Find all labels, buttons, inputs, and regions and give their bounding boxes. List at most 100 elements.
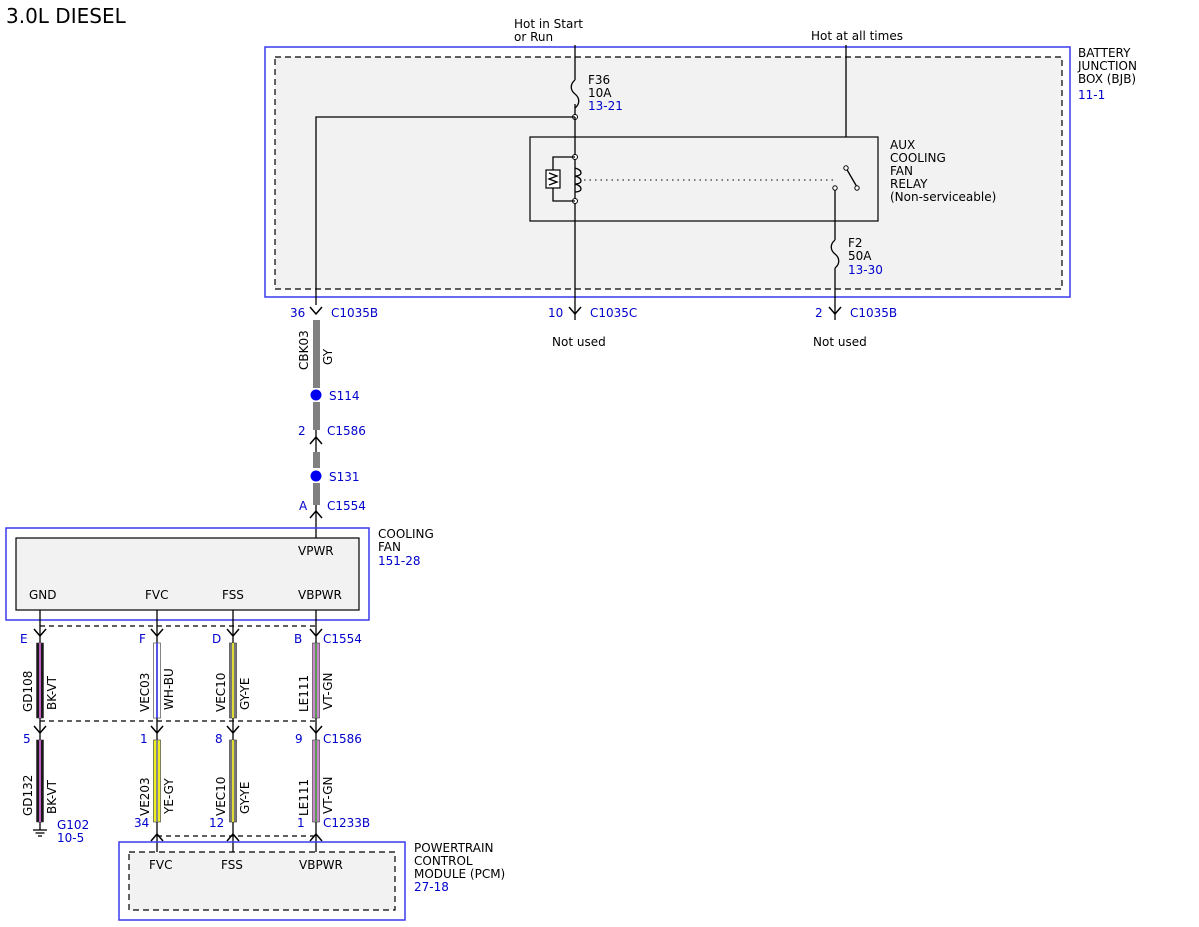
bjb-name-3: BOX (BJB) [1078,72,1136,86]
splice-s114-label-link[interactable]: S114 [329,389,360,403]
pcm-pin-fss: FSS [221,858,243,872]
relay-name-1: AUX [890,138,915,152]
bjb-outline [264,46,1071,298]
c1233b-arrow-0 [150,832,164,842]
relay-resistor-zigzag [547,172,559,186]
c1233b-arrow-1 [226,832,240,842]
c1554-circuit-label: VEC10 [214,673,228,712]
pin10-arrow [568,306,582,316]
c1586-circuit-label: LE111 [297,779,311,816]
ground-g102-link[interactable]: G102 [57,818,89,832]
fan-ref-link[interactable]: 151-28 [378,554,421,568]
c1586-pin-1: 1 [140,732,148,746]
wire-cbk03-segment-3 [313,452,320,468]
c1586-pin-5: 5 [23,732,31,746]
c1554-connector-link[interactable]: C1554 [323,632,362,646]
pin2-number: 2 [815,306,823,320]
c1554-color-label: GY-YE [238,678,252,710]
fan-pin-vbpwr: VBPWR [298,588,342,602]
c1554-pin-f: F [139,632,146,646]
fan-pin-gnd: GND [29,588,57,602]
c1586-circuit-label: VE203 [138,777,152,816]
pin36-arrow [309,306,323,316]
c1554-pin-e: E [20,632,28,646]
relay-name-4: RELAY [890,177,928,191]
hot-all-label: Hot at all times [811,29,903,43]
bjb-name-1: BATTERY [1078,46,1131,60]
c1233b-arrow-2 [309,832,323,842]
fan-pin-fss: FSS [222,588,244,602]
relay-switch-contact-open [854,185,860,191]
relay-name-5: (Non-serviceable) [890,190,996,204]
c1586-lower-connector-link[interactable]: C1586 [323,732,362,746]
c1554-arrow-1 [150,628,164,638]
c1554-color-label: WH-BU [162,668,176,710]
bjb-ref-link[interactable]: 11-1 [1078,88,1105,102]
relay-switch-arm [845,167,858,188]
pin36-number: 36 [290,306,305,320]
pcm-box [128,851,396,911]
bjb-box [274,56,1063,290]
pcm-outline [118,841,406,921]
c1586-color-label: GY-YE [238,782,252,814]
c1554-arrow-3 [309,628,323,638]
pcm-ref-link[interactable]: 27-18 [414,880,449,894]
fuse-f2-ref-link[interactable]: 13-30 [848,263,883,277]
c1233b-pin-12: 12 [209,816,224,830]
hot-start-label-2: or Run [514,30,553,44]
circuit-cbk03-color: GY [321,348,335,365]
c1586-upper-connector-link[interactable]: C1586 [327,424,366,438]
relay-box [529,136,879,222]
c1586-arrow-1 [150,725,164,735]
c1554-pin-b: B [294,632,302,646]
relay-resistor-box [545,169,561,189]
cooling-fan-outline [5,527,370,621]
ground-g102-ref-link[interactable]: 10-5 [57,831,84,845]
c1554-pinA-number: A [299,499,308,513]
fan-pin-fvc: FVC [145,588,169,602]
fuse-f36-rating: 10A [588,86,612,100]
splice-s131 [310,470,322,482]
c1586-arrow-2 [226,725,240,735]
c1586-color-label: VT-GN [321,777,335,814]
fan-name-2: FAN [378,540,401,554]
fuse-f2-symbol [830,239,840,269]
c1554-circuit-label: GD108 [21,671,35,712]
c1233b-pin-1: 1 [297,816,305,830]
splice-s131-label-link[interactable]: S131 [329,470,360,484]
fuse-f36-ref-link[interactable]: 13-21 [588,99,623,113]
pin10-number: 10 [548,306,563,320]
c1554-upper-connector-link[interactable]: C1554 [327,499,366,513]
c1554-circuit-label: VEC03 [138,673,152,712]
pcm-name-3: MODULE (PCM) [414,867,505,881]
pin2-connector-link[interactable]: C1035B [850,306,897,320]
bjb-name-2: JUNCTION [1077,59,1137,73]
c1586-circuit-label: VEC10 [214,777,228,816]
wire-cbk03-segment-1 [313,320,320,388]
c1554-color-label: BK-VT [45,675,59,710]
c1586-pin2-number: 2 [298,424,306,438]
fuse-f2-rating: 50A [848,249,872,263]
pin10-connector-link[interactable]: C1035C [590,306,637,320]
relay-coil-symbol [574,167,582,193]
c1233b-connector-link[interactable]: C1233B [323,816,370,830]
page-title: 3.0L DIESEL [6,4,127,28]
fan-pin-vpwr: VPWR [298,544,334,558]
wires-c1586-group: GD132 BK-VT VE203 YE-GY VEC10 GY-YE LE111 VT-GN [21,718,335,852]
pin36-connector-link[interactable]: C1035B [331,306,378,320]
pin2-note: Not used [813,335,867,349]
cooling-fan-box [15,537,360,611]
fuse-f2-name: F2 [848,236,863,250]
c1554-arrow-2 [226,628,240,638]
c1586-color-label: BK-VT [45,779,59,814]
pin2-arrow [828,306,842,316]
pcm-name-2: CONTROL [414,854,473,868]
wire-to-pin36 [315,116,575,305]
c1554-color-label: VT-GN [321,673,335,710]
c1586-color-label: YE-GY [162,778,176,815]
splice-s114 [310,389,322,401]
c1586-pin-9: 9 [295,732,303,746]
fan-name-1: COOLING [378,527,434,541]
c1586-circuit-label: GD132 [21,775,35,816]
